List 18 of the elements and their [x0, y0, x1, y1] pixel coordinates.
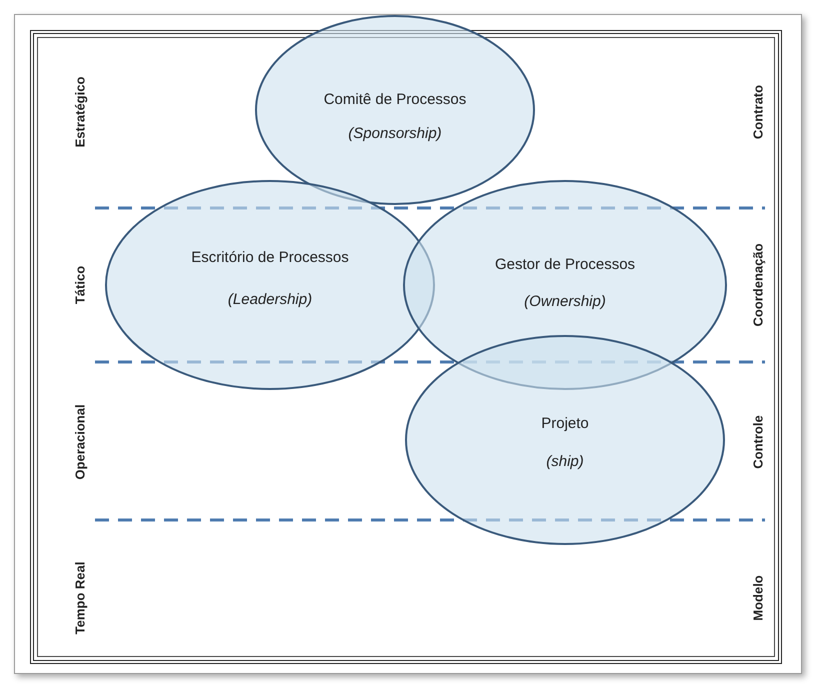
role-ellipse [405, 335, 725, 545]
role-ellipse [255, 15, 535, 205]
mechanism-label: Coordenação [750, 243, 766, 327]
role-title: Comitê de Processos [322, 91, 468, 108]
role-subtitle: (Sponsorship) [347, 125, 443, 142]
role-title: Projeto [540, 414, 590, 432]
level-label: Estratégico [72, 76, 88, 148]
role-title: Escritório de Processos [190, 249, 350, 266]
level-label: Tempo Real [72, 562, 88, 634]
level-label: Tático [72, 266, 88, 304]
mechanism-label: Controle [750, 415, 766, 469]
role-title: Gestor de Processos [494, 256, 636, 273]
level-label: Operacional [72, 404, 88, 480]
role-subtitle: (Leadership) [226, 291, 314, 308]
role-subtitle: (ship) [545, 452, 585, 470]
mechanism-label: Contrato [750, 84, 766, 140]
mechanism-label: Modelo [750, 575, 766, 621]
role-subtitle: (Ownership) [523, 293, 607, 310]
